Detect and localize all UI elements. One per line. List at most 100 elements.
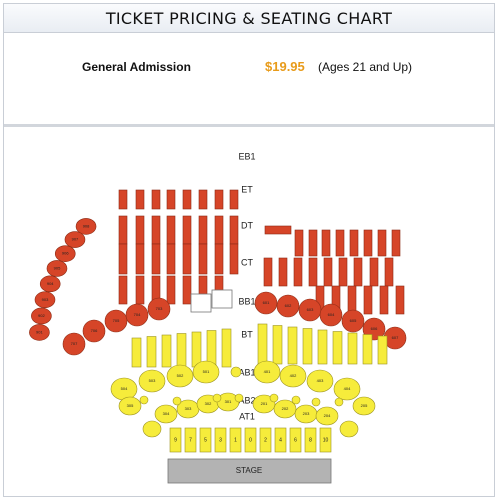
seat-label: 302 [205,401,212,406]
seat-dt-box [264,225,292,235]
seat-label: 501 [203,369,210,374]
seat-et [135,189,145,210]
seat-label: 607 [392,335,399,340]
seat-eb1 [54,245,76,262]
seat-ct [278,257,288,287]
seat-ct [118,275,128,305]
seat-ct [118,243,128,275]
seat-ct [263,257,273,287]
seat-ct [135,275,145,305]
seat-dt [335,229,345,257]
seat-bb1 [254,291,278,315]
seat-at1 [259,427,272,453]
seat-ct [198,243,208,275]
seat-dt [198,215,208,245]
seat-eb1 [31,307,52,325]
seat-bb1 [319,303,343,327]
seat-bt [272,325,283,365]
seat-et [166,189,176,210]
seat-ct [214,243,224,275]
seat-ct [353,257,363,287]
seat-at1 [274,427,287,453]
seat-bt [176,333,187,368]
seat-label: 904 [47,281,54,286]
seat-label: 601 [263,300,270,305]
seat-label: 1 [234,437,237,443]
seat-eb1 [29,324,50,341]
seat-bt [377,335,388,365]
seating-chart-panel: TICKET PRICING & SEATING CHART General A… [3,3,495,497]
seat-label: 404 [344,386,351,391]
seat-et [198,189,208,210]
seat-label: 201 [261,401,268,406]
seat-ab2-small [311,397,321,407]
stage [167,458,332,484]
seat-bt [257,323,268,365]
seat-ct [369,257,379,287]
seat-label: 905 [54,266,61,271]
seat-bb1 [62,332,86,356]
seat-ct [166,275,176,305]
seat-dt [151,215,161,245]
seat-ab2-small [212,393,222,403]
seat-label: 7 [189,437,192,443]
seat-ab2 [352,396,376,416]
section-divider [4,124,494,127]
seat-bb1 [341,309,365,333]
section-label: AT1 [239,411,255,421]
seat-ab2 [142,420,162,438]
seat-ab2-small [269,393,279,403]
seat-dt [377,229,387,257]
seat-label: 907 [72,237,79,242]
panel-title: TICKET PRICING & SEATING CHART [4,4,494,33]
seat-ct [229,243,239,275]
seat-label: 704 [134,312,141,317]
seat-et [182,189,192,210]
seat-eb1 [75,218,97,235]
seat-ct [308,257,318,287]
seat-dt [363,229,373,257]
seat-label: 10 [323,437,329,443]
seat-label: 602 [285,303,292,308]
seat-label: 503 [149,378,156,383]
section-label: AB1 [238,367,255,377]
seat-bt [146,336,157,368]
seat-label: 9 [174,437,177,443]
seat-label: 903 [42,297,49,302]
seat-eb1 [64,231,86,248]
seat-ab2 [252,394,276,414]
seat-label: 305 [127,403,134,408]
seat-dt [118,215,128,245]
seat-ct [338,257,348,287]
seat-bt [347,332,358,365]
seat-ct [182,243,192,275]
seat-label: 4 [279,437,282,443]
seat-label: 707 [71,341,78,346]
seat-bb1 [125,303,149,327]
seat-bt [287,326,298,365]
seat-at1 [289,427,302,453]
seat-dt [294,229,304,257]
seat-bt [332,331,343,365]
pricing-row: General Admission $19.95 (Ages 21 and Up… [4,59,494,82]
seat-label: 706 [91,328,98,333]
seat-bb1 [104,309,128,333]
seat-label: 0 [249,437,252,443]
seat-ct [323,257,333,287]
seat-bt [221,328,232,368]
seat-label: 606 [371,326,378,331]
seat-at1 [199,427,212,453]
seat-dt [135,215,145,245]
seat-bb1 [147,297,171,321]
seat-ct [363,285,373,315]
seat-dt [391,229,401,257]
seat-ab1 [333,377,361,401]
seat-at1 [214,427,227,453]
seat-at1 [184,427,197,453]
seating-map: EB1ETDTCTBB1BTAB1AB2AT190890790690590490… [29,151,407,484]
seat-et [118,189,128,210]
seat-dt [182,215,192,245]
seat-bt [362,334,373,365]
seat-bt [302,328,313,365]
seat-ab2-small [334,397,344,407]
